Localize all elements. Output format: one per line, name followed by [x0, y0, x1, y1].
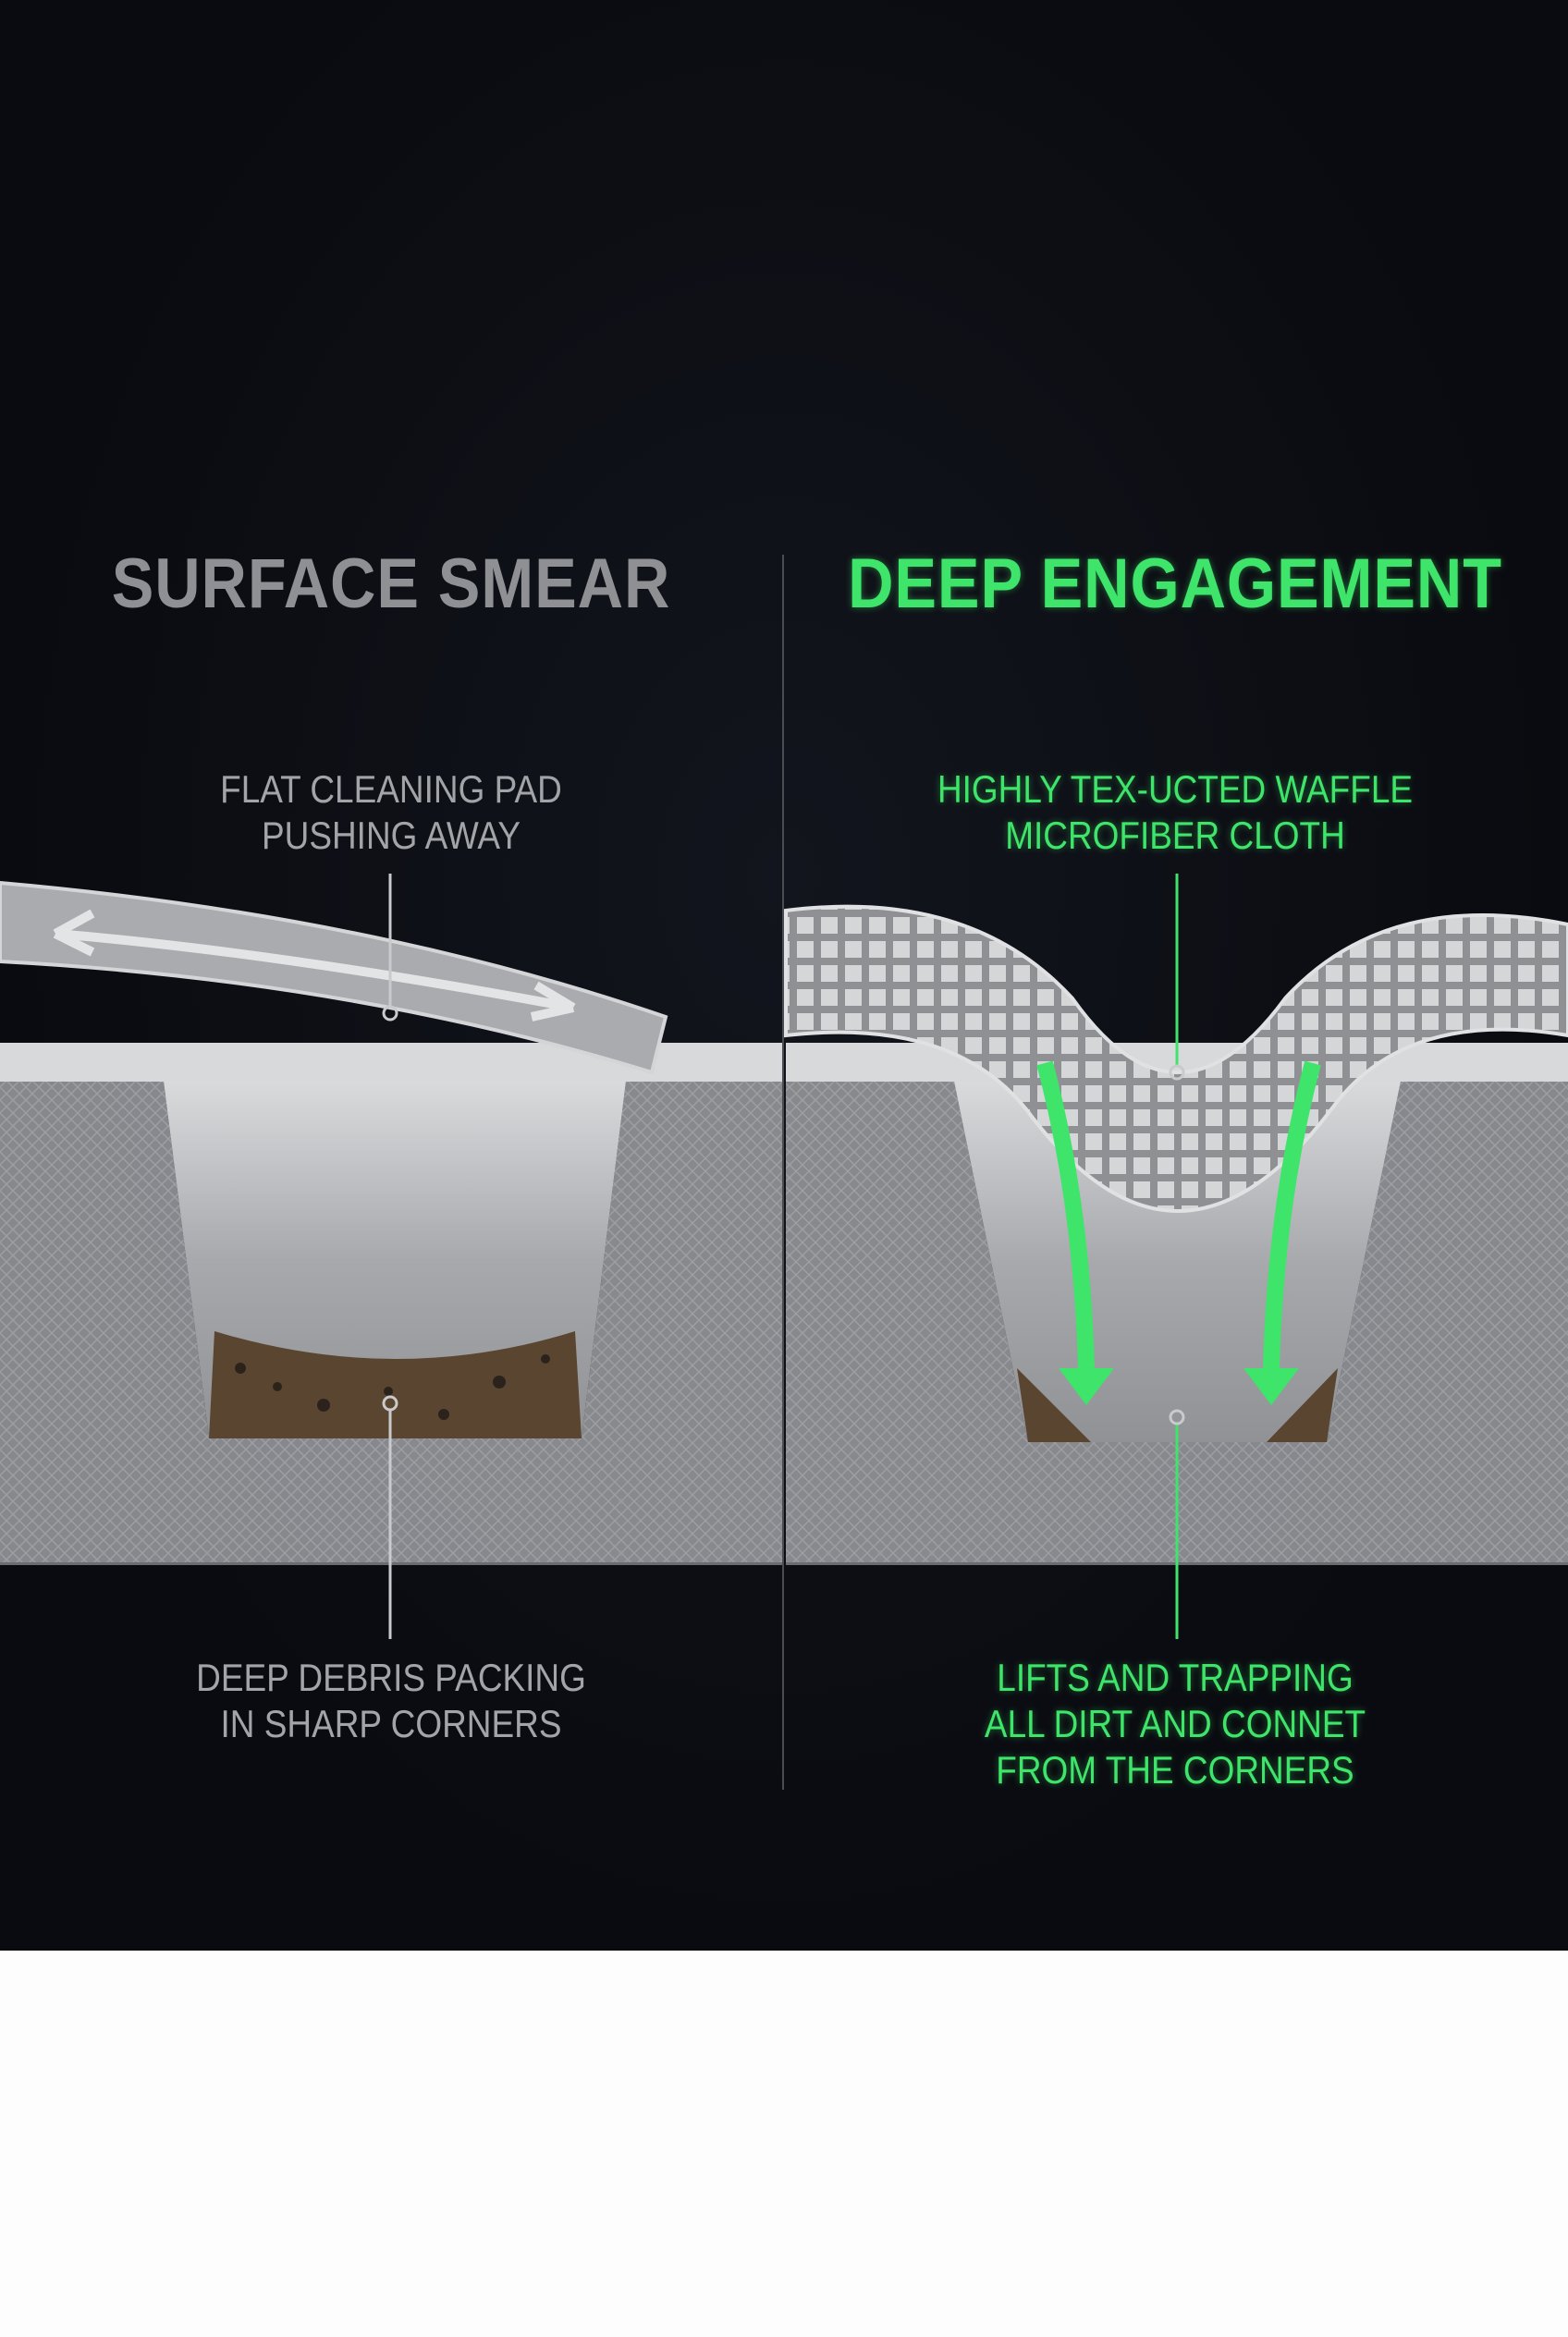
right-bottom-label: LIFTS AND TRAPPING ALL DIRT AND CONNET F… [829, 1655, 1521, 1793]
label-line: ALL DIRT AND CONNET [984, 1702, 1366, 1745]
left-bottom-label: DEEP DEBRIS PACKING IN SHARP CORNERS [47, 1655, 735, 1747]
waffle-microfiber-cloth [784, 904, 1568, 1405]
label-line: FLAT CLEANING PAD [220, 767, 562, 811]
label-line: HIGHLY TEX-UCTED WAFFLE [937, 767, 1414, 811]
label-line: IN SHARP CORNERS [220, 1702, 562, 1745]
label-line: DEEP DEBRIS PACKING [196, 1656, 586, 1699]
leader-lines [382, 874, 1185, 1639]
right-top-label: HIGHLY TEX-UCTED WAFFLE MICROFIBER CLOTH [829, 766, 1521, 859]
right-title: DEEP ENGAGEMENT [848, 544, 1502, 623]
panel-divider [782, 555, 784, 1790]
left-top-label: FLAT CLEANING PAD PUSHING AWAY [47, 766, 735, 859]
label-line: PUSHING AWAY [261, 814, 521, 857]
flat-cleaning-pad [0, 880, 668, 1075]
illustration [0, 874, 1568, 1639]
label-line: MICROFIBER CLOTH [1005, 814, 1345, 857]
label-line: FROM THE CORNERS [996, 1748, 1354, 1792]
label-line: LIFTS AND TRAPPING [997, 1656, 1354, 1699]
left-title: SURFACE SMEAR [111, 544, 671, 623]
